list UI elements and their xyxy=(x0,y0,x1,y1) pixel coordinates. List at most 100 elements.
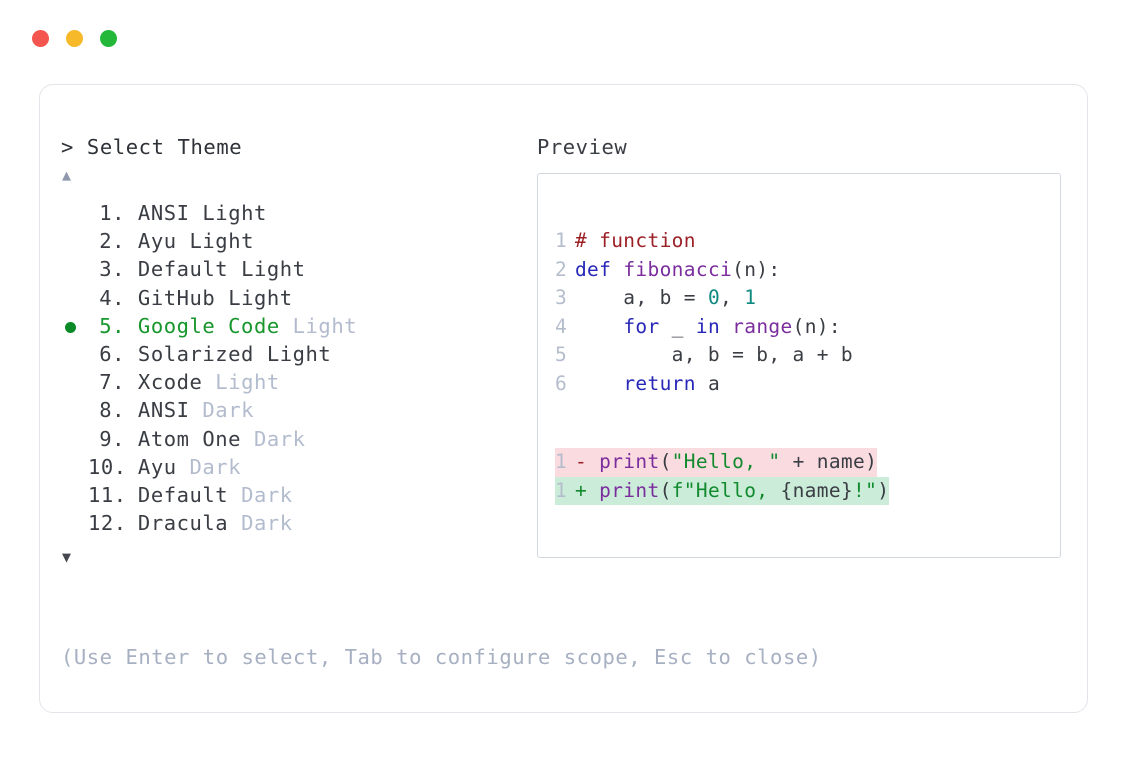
code-token: for xyxy=(623,314,660,338)
theme-list-item[interactable]: 6. Solarized Light xyxy=(61,342,531,370)
theme-item-variant: Light xyxy=(215,370,280,395)
theme-item-variant: Light xyxy=(202,201,267,225)
code-token: a, b = xyxy=(574,286,708,310)
theme-item-variant: Light xyxy=(292,313,358,338)
window-traffic-lights xyxy=(32,30,117,47)
line-number: 1 xyxy=(555,229,568,252)
theme-item-name: Atom One xyxy=(137,426,242,451)
code-token: (n): xyxy=(732,257,781,281)
theme-item-number: 11. xyxy=(88,482,127,507)
theme-item-label: 11. Default Dark xyxy=(88,483,293,507)
code-token: a xyxy=(695,371,721,395)
theme-item-number: 4. xyxy=(99,285,126,310)
theme-item-label: 2. Ayu Light xyxy=(88,229,254,253)
code-token: { xyxy=(780,478,793,502)
keyboard-help-text: (Use Enter to select, Tab to configure s… xyxy=(61,645,822,669)
theme-item-variant: Dark xyxy=(253,426,306,451)
code-token: 0 xyxy=(707,286,721,310)
code-token xyxy=(575,315,623,338)
code-token: !" xyxy=(853,478,878,502)
theme-list-item[interactable]: 4. GitHub Light xyxy=(61,286,531,314)
code-token: def xyxy=(574,257,624,281)
close-window-icon[interactable] xyxy=(32,30,49,47)
diff-marker-icon: - xyxy=(574,450,588,473)
theme-item-name: Ayu xyxy=(137,454,177,479)
theme-item-name: GitHub xyxy=(137,285,216,310)
diff-line-added: 1+ print(f"Hello, {name}!") xyxy=(555,476,890,506)
theme-item-label: 5. Google Code Light xyxy=(88,314,357,338)
theme-item-variant: Dark xyxy=(241,482,293,507)
prompt-row: > Select Theme xyxy=(61,135,242,159)
theme-item-name: Google Code xyxy=(137,313,280,338)
code-line: 6 return a xyxy=(555,370,853,399)
scroll-up-icon[interactable]: ▲ xyxy=(62,166,72,184)
theme-item-name: Default xyxy=(137,257,229,282)
theme-item-number: 6. xyxy=(99,341,126,366)
theme-list-item[interactable]: 2. Ayu Light xyxy=(61,229,531,257)
code-token: f"Hello, xyxy=(671,478,781,502)
line-number: 1 xyxy=(555,450,568,473)
code-token xyxy=(575,372,623,395)
theme-item-variant: Light xyxy=(241,257,306,282)
theme-item-variant: Dark xyxy=(189,454,242,479)
theme-item-number: 8. xyxy=(99,398,126,423)
theme-item-number: 3. xyxy=(99,257,126,282)
code-token: return xyxy=(623,371,696,395)
theme-list-item[interactable]: 1. ANSI Light xyxy=(61,201,531,229)
theme-list-item[interactable]: 12. Dracula Dark xyxy=(61,511,531,539)
code-token: "Hello, " xyxy=(671,450,781,473)
theme-item-name: ANSI xyxy=(137,398,190,423)
code-token: 1 xyxy=(744,286,757,310)
theme-list-item[interactable]: 5. Google Code Light xyxy=(61,314,531,342)
theme-item-name: Ayu xyxy=(137,229,177,254)
theme-list-item[interactable]: 8. ANSI Dark xyxy=(61,398,531,426)
code-token: print xyxy=(599,450,660,473)
diff-line-removed: 1- print("Hello, " + name) xyxy=(555,448,878,477)
diff-marker-icon: + xyxy=(574,478,588,502)
theme-item-number: 7. xyxy=(99,370,126,395)
selected-bullet-icon xyxy=(65,321,76,333)
code-token: + name) xyxy=(780,450,878,473)
theme-list-item[interactable]: 11. Default Dark xyxy=(61,483,531,511)
theme-item-name: Dracula xyxy=(137,511,229,536)
maximize-window-icon[interactable] xyxy=(100,30,117,47)
theme-item-variant: Light xyxy=(228,285,293,310)
theme-list-item[interactable]: 3. Default Light xyxy=(61,257,531,285)
theme-item-name: Default xyxy=(137,482,229,507)
code-token: ( xyxy=(659,478,672,502)
code-token: in xyxy=(695,314,721,338)
theme-item-name: Solarized xyxy=(137,341,254,366)
line-number: 2 xyxy=(555,257,568,281)
theme-list-item[interactable]: 9. Atom One Dark xyxy=(61,427,531,455)
theme-item-name: ANSI xyxy=(137,201,190,225)
theme-item-label: 10. Ayu Dark xyxy=(88,455,241,479)
theme-list-item[interactable]: 10. Ayu Dark xyxy=(61,455,531,483)
theme-item-number: 1. xyxy=(99,201,126,225)
code-line: 1 # function xyxy=(555,227,853,256)
code-token: name xyxy=(792,478,841,502)
theme-item-number: 9. xyxy=(99,426,126,451)
code-token: # function xyxy=(574,229,696,252)
theme-list-item[interactable]: 7. Xcode Light xyxy=(61,370,531,398)
code-token: print xyxy=(599,478,660,502)
code-line: 3 a, b = 0, 1 xyxy=(555,284,853,313)
minimize-window-icon[interactable] xyxy=(66,30,83,47)
prompt-caret-icon: > xyxy=(61,135,74,159)
theme-item-variant: Light xyxy=(266,341,332,366)
theme-item-number: 2. xyxy=(99,229,126,254)
scroll-down-icon[interactable]: ▼ xyxy=(62,548,72,566)
theme-item-label: 4. GitHub Light xyxy=(88,286,293,310)
code-token: fibonacci xyxy=(623,257,733,281)
code-token: (n): xyxy=(792,314,841,338)
code-token: } xyxy=(840,478,854,502)
line-number: 4 xyxy=(555,314,568,338)
preview-label: Preview xyxy=(537,135,628,159)
theme-item-label: 12. Dracula Dark xyxy=(88,511,293,535)
code-token: ) xyxy=(877,478,890,502)
